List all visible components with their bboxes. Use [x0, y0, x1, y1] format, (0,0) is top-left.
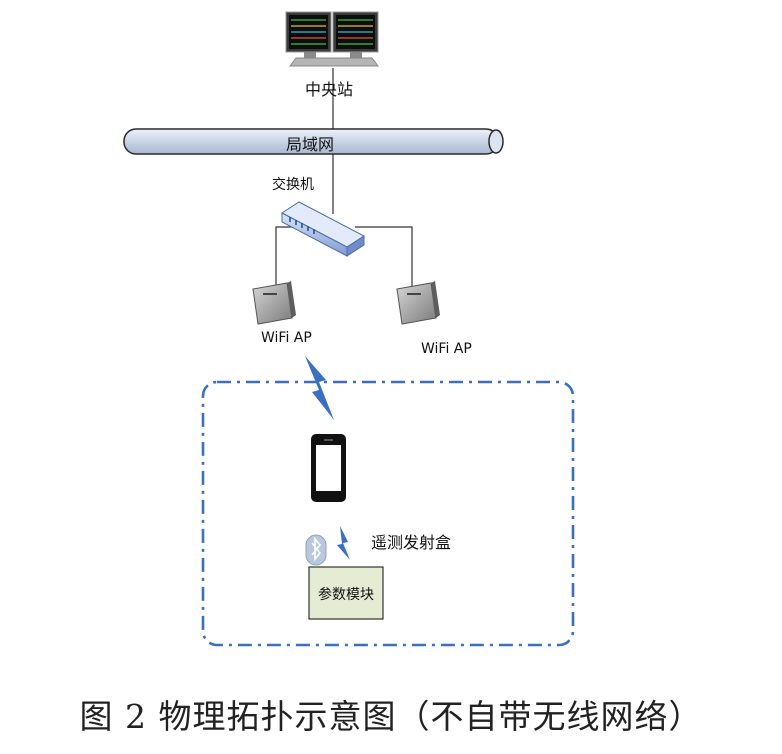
telemetry-region	[201, 380, 575, 647]
figure-caption: 图 2 物理拓扑示意图（不自带无线网络）	[79, 697, 703, 736]
param-module-label: 参数模块	[318, 587, 374, 603]
access-point-icon	[252, 281, 296, 325]
switch-icon	[281, 201, 365, 257]
bluetooth-icon	[305, 534, 327, 566]
wireless-signal-icon	[337, 526, 350, 560]
monitor-icon	[285, 11, 379, 67]
link-switch-ap-left	[275, 226, 310, 290]
telemetry-box-label: 遥测发射盒	[371, 533, 452, 552]
lan-pipe	[123, 128, 504, 155]
ap-left-label: WiFi AP	[261, 330, 312, 346]
ap-right-label: WiFi AP	[421, 341, 472, 357]
wireless-signal-icon	[305, 356, 334, 420]
lan-label: 局域网	[286, 135, 335, 154]
link-switch-ap-right	[355, 226, 413, 290]
param-module-box	[308, 566, 384, 620]
central-station-label: 中央站	[305, 80, 354, 99]
switch-label: 交换机	[272, 177, 314, 193]
smartphone-icon	[311, 434, 346, 502]
access-point-icon	[396, 281, 440, 325]
